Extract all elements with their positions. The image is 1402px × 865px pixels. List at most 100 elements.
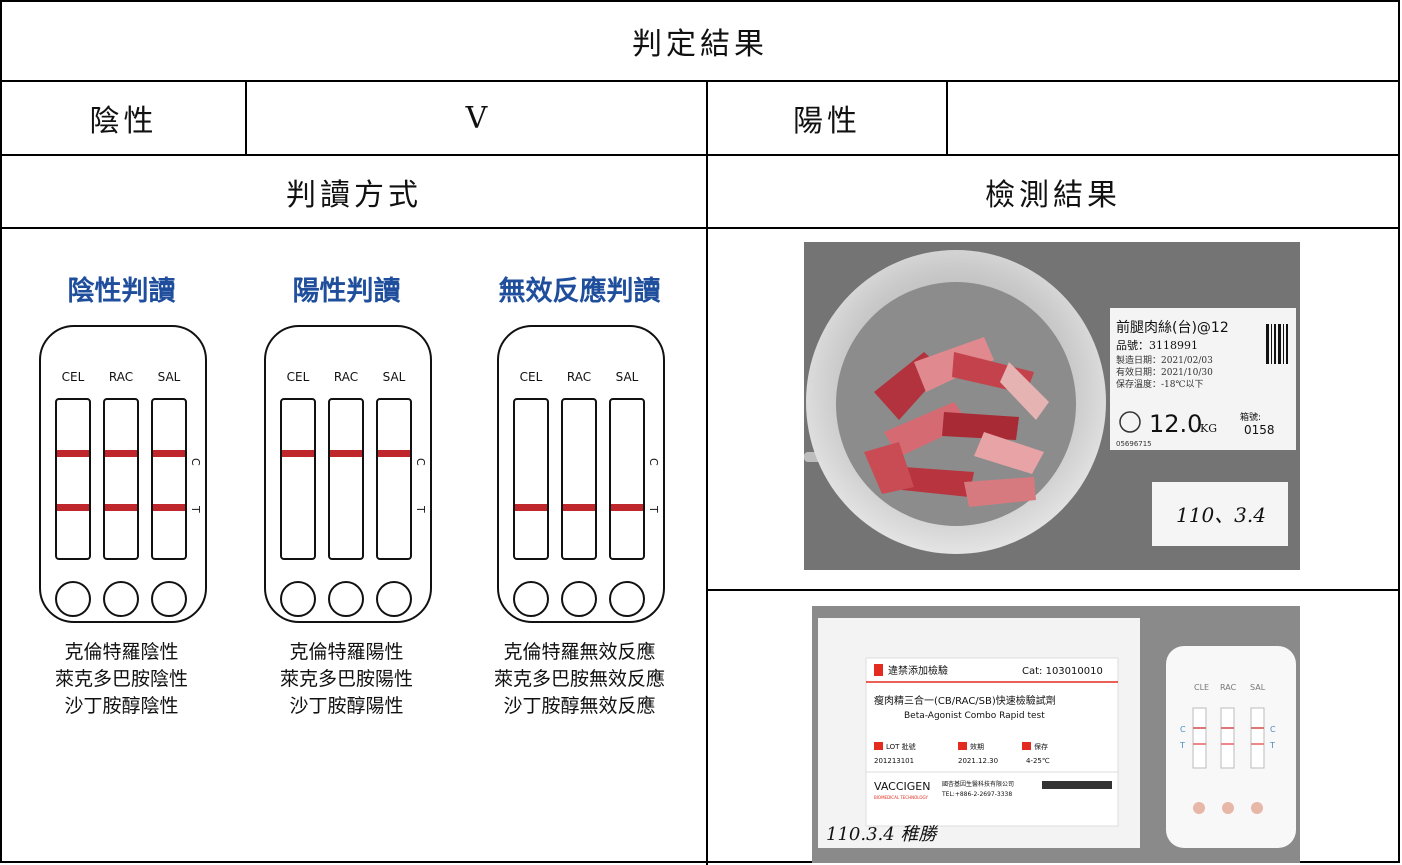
handwritten-date: 110、3.4: [1176, 503, 1266, 527]
test-line: [563, 504, 595, 511]
card-test-line: [1193, 743, 1206, 745]
label-code: 品號：3118991: [1116, 339, 1198, 352]
channel-label: RAC: [567, 370, 591, 384]
label-date2: 有效日期：2021/10/30: [1116, 366, 1213, 378]
test-strip: [280, 398, 316, 560]
control-band-label: C: [189, 458, 202, 466]
rect: [1022, 742, 1031, 750]
test-result-photos: 前腿肉絲(台)@12 品號：3118991 製造日期：2021/02/03 有效…: [708, 229, 1400, 863]
label-barcode: [1266, 324, 1288, 364]
legend-title: 陽性判讀: [292, 276, 401, 307]
positive-mark: [948, 82, 1398, 154]
channel-label: RAC: [109, 370, 133, 384]
storage-value: 4-25℃: [1026, 757, 1050, 765]
expiry-label: 效期: [970, 742, 984, 751]
test-card-diagram: CEL RAC SAL C T: [39, 325, 207, 623]
test-card: CLE RAC SAL C T C T: [1166, 646, 1296, 848]
cas-seal-icon: [1119, 411, 1141, 433]
legend-caption: 克倫特羅陰性 萊克多巴胺陰性 沙丁胺醇陰性: [14, 639, 229, 720]
test-line: [611, 504, 643, 511]
card-channel-label: CLE: [1194, 683, 1209, 692]
channel-label: RAC: [334, 370, 358, 384]
sample-well: [513, 581, 549, 617]
control-line: [105, 450, 137, 457]
label-weight: 12.0: [1149, 410, 1202, 438]
caption-line: 萊克多巴胺陰性: [54, 668, 188, 690]
label-weight-unit: KG: [1200, 422, 1217, 435]
label-name: 前腿肉絲(台)@12: [1116, 319, 1229, 336]
test-line: [515, 504, 547, 511]
positive-label: 陽性: [708, 82, 948, 154]
note-paper: [1152, 482, 1288, 546]
company-logo-text: VACCIGEN: [874, 780, 930, 793]
company-zh: 國杏基因生醫科技有限公司: [942, 780, 1014, 788]
test-band-label: T: [647, 505, 660, 513]
caption-line: 萊克多巴胺陽性: [279, 668, 413, 690]
control-line: [153, 450, 185, 457]
judgement-row: 陰性 V 陽性: [2, 82, 1398, 156]
card-strip: [1192, 707, 1207, 769]
legend-caption: 克倫特羅陽性 萊克多巴胺陽性 沙丁胺醇陽性: [239, 639, 454, 720]
catalog-number: Cat: 103010010: [1022, 666, 1103, 677]
lot-label: LOT 批號: [886, 742, 916, 751]
caption-line: 克倫特羅無效反應: [503, 641, 656, 663]
control-line: [330, 450, 362, 457]
test-strip: [55, 398, 91, 560]
control-line: [282, 450, 314, 457]
legend-title: 陰性判讀: [67, 276, 176, 307]
card-test-line: [1251, 743, 1264, 745]
company-sub: BIOMEDICAL TECHNOLOGY: [874, 795, 928, 800]
caption-line: 沙丁胺醇無效反應: [503, 695, 656, 717]
sample-well: [376, 581, 412, 617]
sample-well: [103, 581, 139, 617]
card-control-line: [1193, 727, 1206, 729]
test-strip: [609, 398, 645, 560]
label-box-number: 0158: [1244, 423, 1275, 437]
channel-label: CEL: [62, 370, 85, 384]
sample-well: [609, 581, 645, 617]
sample-well: [1193, 802, 1205, 814]
channel-label: SAL: [616, 370, 639, 384]
rect: [958, 742, 967, 750]
legend-title: 無效反應判讀: [498, 276, 661, 307]
label-barcode-text: 05696715: [1116, 440, 1152, 448]
channel-label: CEL: [520, 370, 543, 384]
meat-sample-photo: 前腿肉絲(台)@12 品號：3118991 製造日期：2021/02/03 有效…: [804, 242, 1300, 570]
card-channel-label: SAL: [1250, 683, 1266, 692]
test-strip: [513, 398, 549, 560]
date-note-card: 110、3.4: [1152, 482, 1288, 546]
sample-well: [1222, 802, 1234, 814]
sample-well: [561, 581, 597, 617]
card-strip: [1220, 707, 1235, 769]
card-strip: [1250, 707, 1265, 769]
expiry-value: 2021.12.30: [958, 757, 998, 765]
control-band-label: C: [414, 458, 427, 466]
test-band-label: T: [189, 505, 202, 513]
caption-line: 克倫特羅陰性: [64, 641, 179, 663]
label-paper: [1110, 308, 1296, 450]
card-channel-label: RAC: [1220, 683, 1237, 692]
card-t-label: T: [1179, 741, 1185, 750]
label-date1: 製造日期：2021/02/03: [1116, 354, 1213, 366]
label-storage: 保存溫度：-18℃以下: [1116, 378, 1204, 390]
channel-label: SAL: [158, 370, 181, 384]
channel-label: CEL: [287, 370, 310, 384]
product-name-zh: 瘦肉精三合一(CB/RAC/SB)快速檢驗試劑: [874, 694, 1056, 707]
company-tel: TEL:+886-2-2697-3338: [941, 791, 1012, 798]
test-strip: [103, 398, 139, 560]
kit-package: 違禁添加檢驗 Cat: 103010010 瘦肉精三合一(CB/RAC/SB)快…: [818, 618, 1140, 848]
sample-well: [151, 581, 187, 617]
card-t-label: T: [1269, 741, 1275, 750]
sample-well: [55, 581, 91, 617]
test-strip: [151, 398, 187, 560]
method-title: 判讀方式: [2, 156, 708, 227]
meat-pieces: [864, 337, 1049, 507]
legend-caption: 克倫特羅無效反應 萊克多巴胺無效反應 沙丁胺醇無效反應: [472, 639, 687, 720]
lot-value: 201213101: [874, 757, 914, 765]
test-line: [153, 504, 185, 511]
sample-well: [328, 581, 364, 617]
photo-divider: [708, 589, 1400, 591]
rect: [874, 742, 883, 750]
sample-well: [1251, 802, 1263, 814]
